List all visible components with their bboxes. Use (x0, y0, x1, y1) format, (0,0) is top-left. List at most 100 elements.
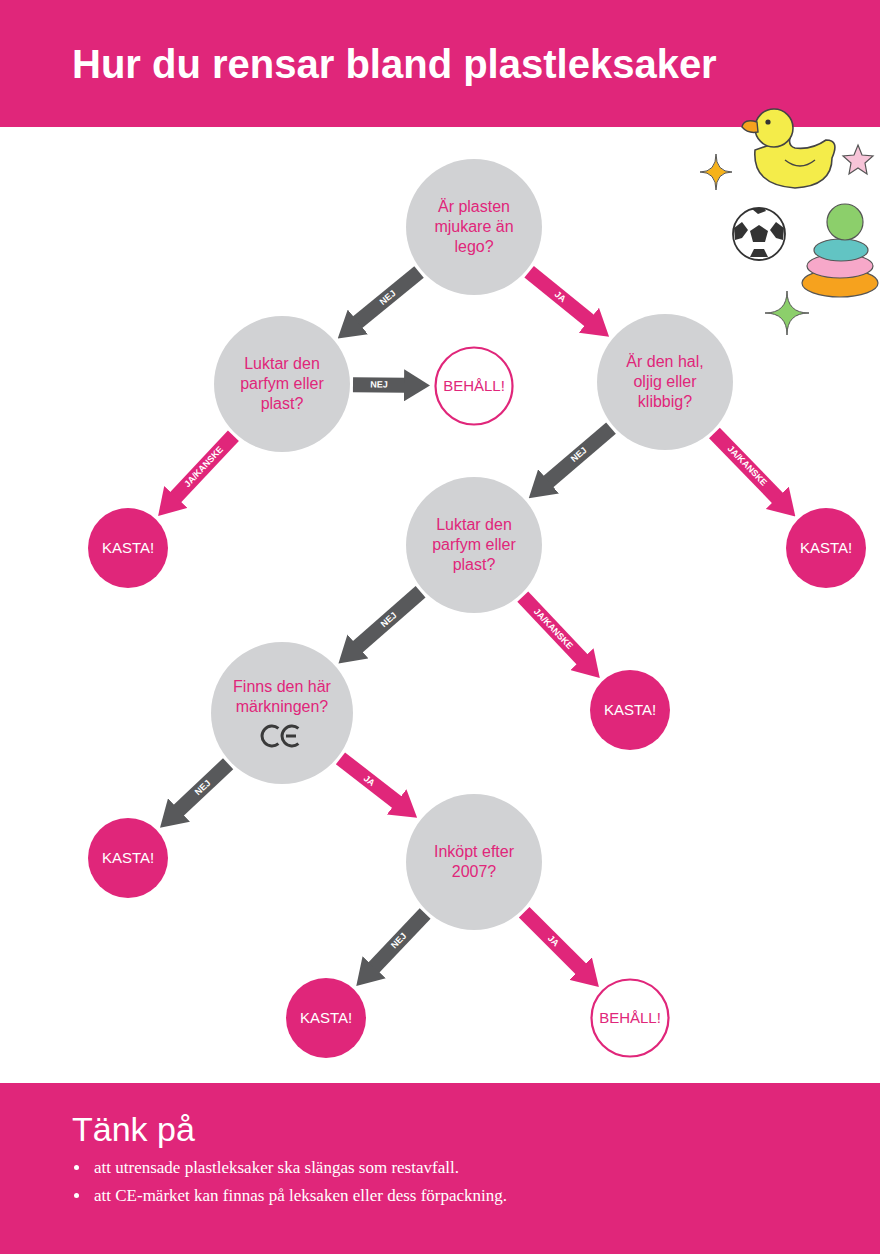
question-circle: Är plasten mjukare än lego? (406, 159, 542, 295)
edge-label: JA (546, 934, 561, 949)
node-content: KASTA! (800, 539, 852, 557)
outcome-text: KASTA! (604, 701, 656, 719)
edge-label: JA/KANSKE (183, 445, 225, 489)
circle (436, 348, 513, 425)
node-content: Finns den här märkningen? (230, 677, 334, 749)
edge-label: JA (552, 289, 567, 303)
edge-label: NEJ (390, 932, 409, 951)
circle (592, 980, 669, 1057)
ring (814, 239, 868, 261)
ball-patch (734, 222, 748, 240)
question-text: Inköpt efter 2007? (422, 842, 526, 882)
node-content: BEHÅLL! (443, 377, 505, 395)
ring-top (827, 204, 863, 240)
outcome-text: KASTA! (102, 539, 154, 557)
ball (733, 208, 785, 260)
outcome-text: BEHÅLL! (443, 377, 505, 395)
football (733, 208, 785, 260)
edge-label: JA/KANSKE (532, 607, 574, 651)
edge-label: JA (362, 774, 377, 788)
arrow-connector (373, 914, 425, 969)
node-content: KASTA! (102, 849, 154, 867)
title-band: Hur du rensar bland plastleksaker (0, 0, 880, 127)
arrow-connector (357, 592, 421, 648)
note-bullet: att CE-märket kan finnas på leksaken ell… (72, 1186, 852, 1206)
outcome-text: KASTA! (102, 849, 154, 867)
question-text: Finns den här märkningen? (230, 677, 334, 717)
note-band: Tänk på att utrensade plastleksaker ska s… (0, 1083, 880, 1254)
circle (406, 477, 542, 613)
ball-patch (750, 225, 768, 242)
discard-circle: KASTA! (88, 818, 168, 898)
duck (742, 109, 835, 188)
node-content: Luktar den parfym eller plast? (422, 515, 526, 575)
node-content: Luktar den parfym eller plast? (230, 354, 334, 414)
question-circle: Luktar den parfym eller plast? (214, 316, 350, 452)
ce-mark (260, 723, 304, 749)
star (843, 145, 873, 174)
outcome-text: BEHÅLL! (599, 1009, 661, 1027)
duck-beak (742, 121, 758, 133)
circle (211, 642, 353, 784)
note-bullet: att utrensade plastleksaker ska slängas … (72, 1158, 852, 1178)
note-heading: Tänk på (72, 1109, 852, 1150)
ball-patch (752, 208, 766, 214)
star (700, 154, 732, 190)
edge-label: NEJ (371, 380, 389, 389)
node-content: KASTA! (604, 701, 656, 719)
question-text: Är plasten mjukare än lego? (422, 197, 526, 257)
arrow-connector (524, 912, 582, 970)
arrow-connector (353, 377, 406, 393)
bullet-dot (74, 1193, 79, 1198)
node-content: Inköpt efter 2007? (422, 842, 526, 882)
bullet-text: att CE-märket kan finnas på leksaken ell… (94, 1186, 507, 1205)
page-title: Hur du rensar bland plastleksaker (72, 42, 717, 86)
discard-circle: KASTA! (88, 508, 168, 588)
node-content: KASTA! (300, 1009, 352, 1027)
arrow-connector (714, 433, 778, 499)
ce-letter (262, 726, 278, 746)
arrow-connector (523, 597, 584, 661)
discard-circle: KASTA! (590, 670, 670, 750)
arrow-connector (340, 758, 398, 803)
outcome-text: KASTA! (800, 539, 852, 557)
star-pink (843, 145, 873, 174)
discard-circle: KASTA! (286, 978, 366, 1058)
circle (406, 159, 542, 295)
duck-eye (765, 119, 770, 124)
question-circle: Inköpt efter 2007? (406, 794, 542, 930)
question-circle: Är den hal, oljig eller klibbig? (597, 314, 733, 450)
question-text: Luktar den parfym eller plast? (230, 354, 334, 414)
circle (88, 508, 168, 588)
edge-label: NEJ (193, 778, 212, 797)
node-content: KASTA! (102, 539, 154, 557)
arrow-connector (356, 272, 419, 323)
circle (786, 508, 866, 588)
node-content: Är plasten mjukare än lego? (422, 197, 526, 257)
node-content: BEHÅLL! (599, 1009, 661, 1027)
keep-circle: BEHÅLL! (590, 978, 670, 1058)
circle (88, 818, 168, 898)
edge-label: NEJ (569, 446, 588, 464)
ring-stack (802, 204, 878, 297)
circle (597, 314, 733, 450)
star-green (765, 291, 809, 335)
node-content: Är den hal, oljig eller klibbig? (613, 352, 717, 412)
circle (406, 794, 542, 930)
ball-patch (770, 222, 784, 240)
arrow-connector (178, 764, 229, 812)
duck-head (755, 109, 793, 147)
edge-label: JA/KANSKE (725, 444, 768, 488)
bullet-dot (74, 1165, 79, 1170)
arrow-connector (547, 428, 611, 483)
question-circle: Finns den här märkningen? (211, 642, 353, 784)
edge-label: NEJ (379, 611, 398, 629)
keep-circle: BEHÅLL! (434, 346, 514, 426)
circle (590, 670, 670, 750)
arrow-connector (175, 436, 234, 499)
star-orange (700, 154, 732, 190)
outcome-text: KASTA! (300, 1009, 352, 1027)
bullet-text: att utrensade plastleksaker ska slängas … (94, 1158, 459, 1177)
